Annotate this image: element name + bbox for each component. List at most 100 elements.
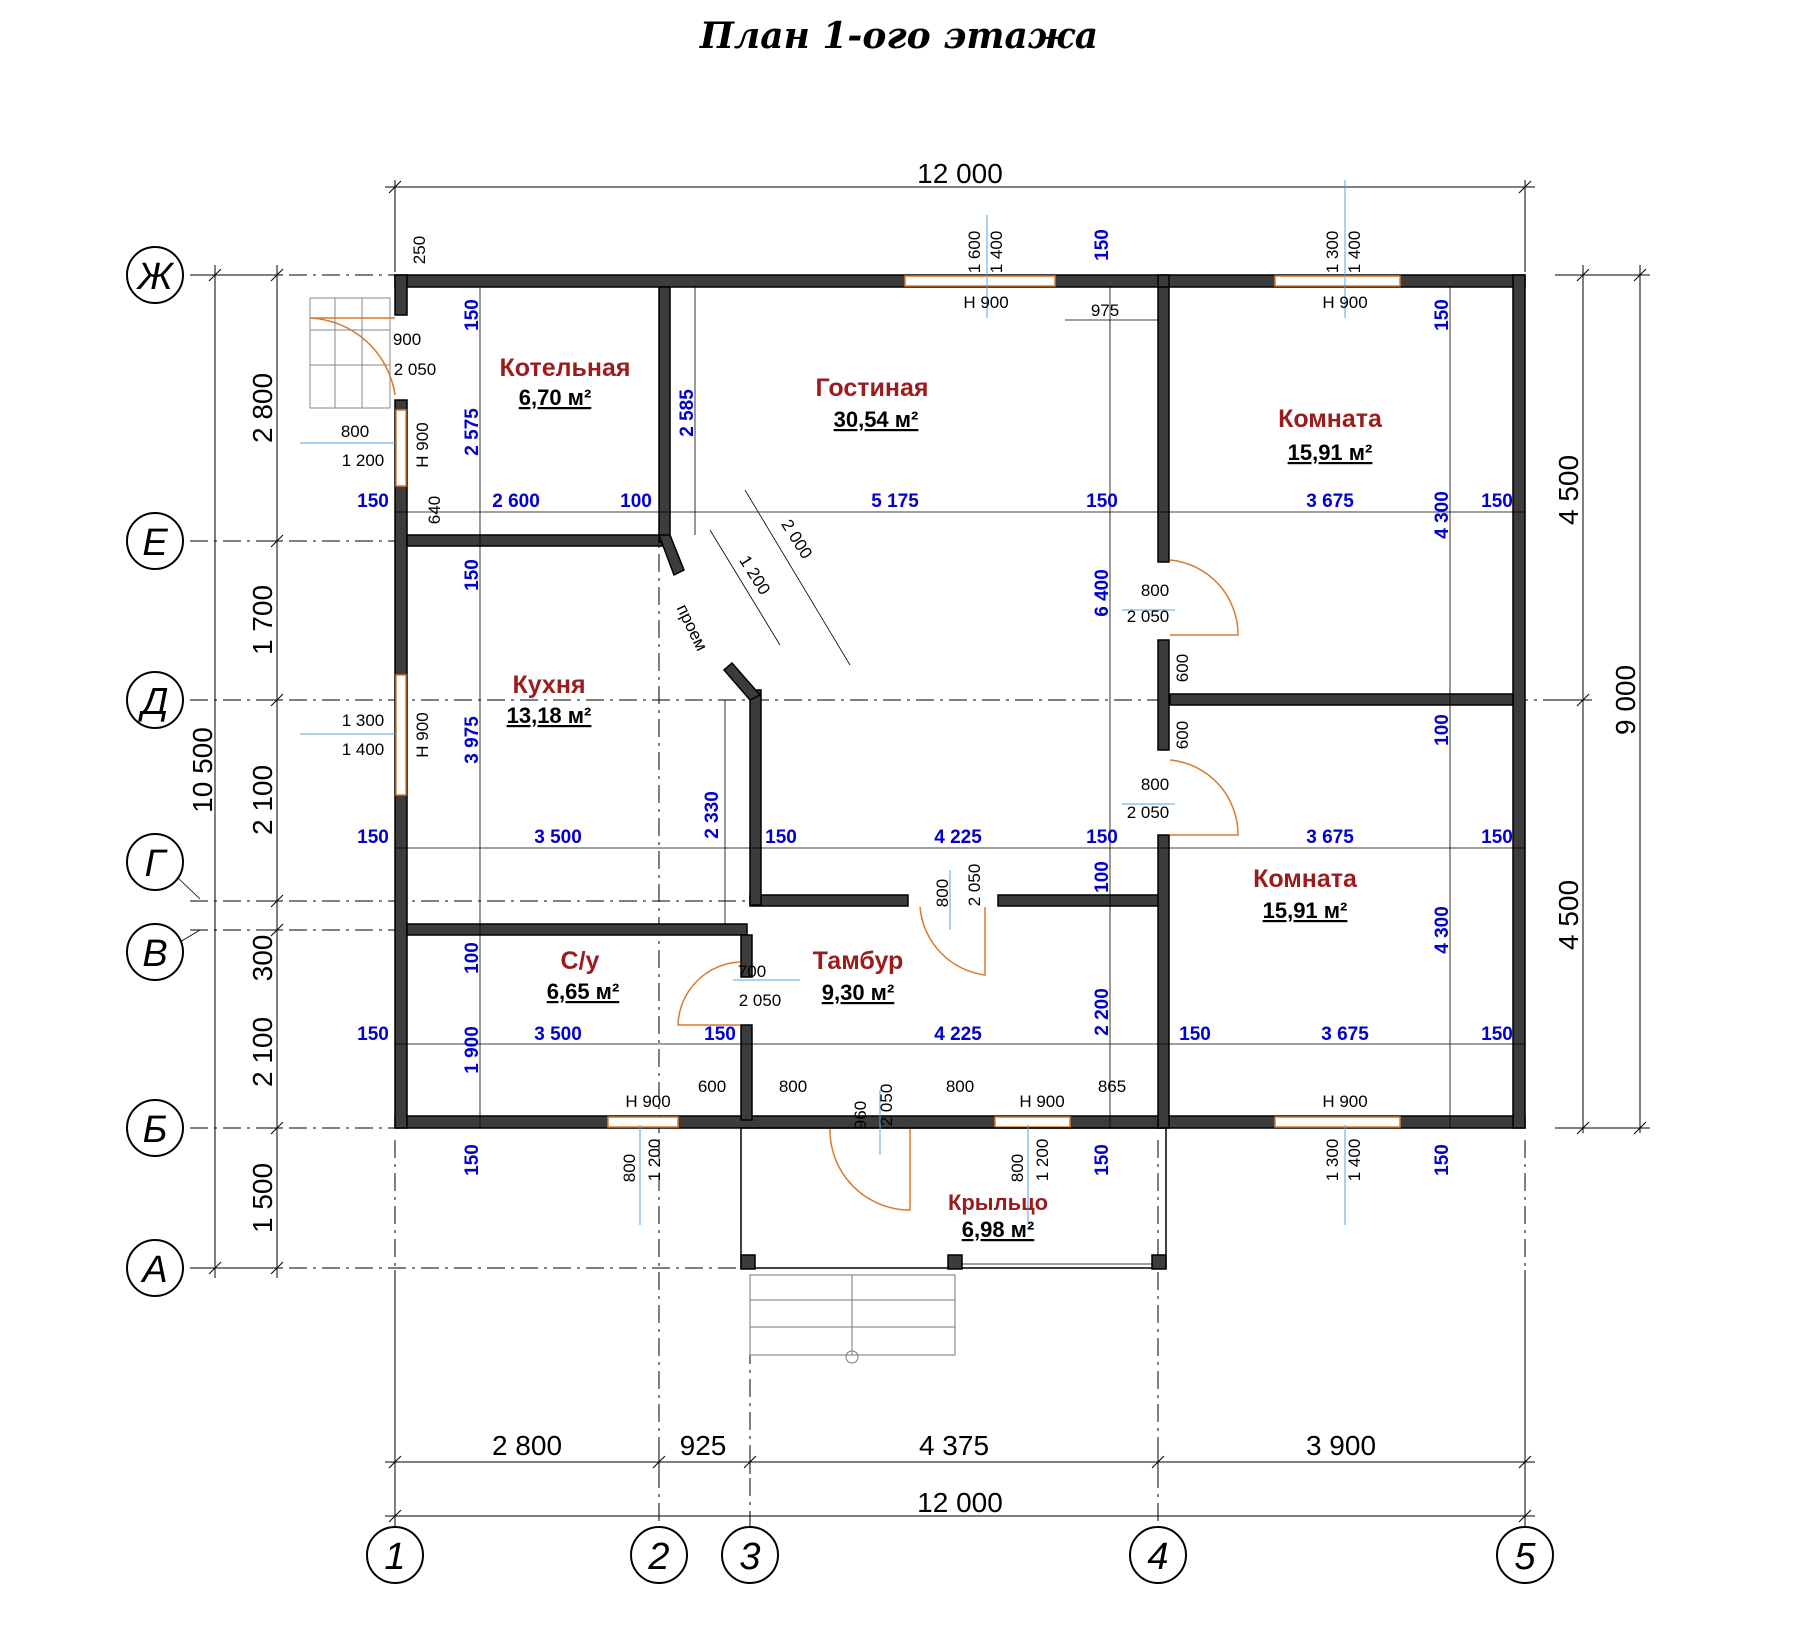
- dim-1200-vest-win: 1 200: [1033, 1139, 1052, 1182]
- axis-letter-d: Д: [138, 681, 169, 723]
- dim-1400-kitchen: 1 400: [342, 740, 385, 759]
- axis-letter-a: А: [140, 1249, 167, 1291]
- room-area-kitchen: 13,18 м²: [507, 703, 592, 728]
- right-dim-4500-bottom: 4 500: [1553, 880, 1584, 950]
- bottom-dim-925: 925: [680, 1430, 727, 1461]
- room-area-room-2: 15,91 м²: [1263, 898, 1348, 923]
- dim-2585: 2 585: [677, 389, 698, 437]
- dim-3675-c: 3 675: [1321, 1024, 1369, 1045]
- dim-700: 700: [738, 962, 766, 981]
- top-overall-dim: 12 000: [917, 158, 1003, 189]
- bottom-dim-4375: 4 375: [919, 1430, 989, 1461]
- door-bathroom: [677, 961, 741, 1026]
- dim-4225-a: 4 225: [934, 827, 982, 848]
- dim-800-door-vest: 800: [933, 879, 952, 907]
- dim-600-a: 600: [1173, 654, 1192, 682]
- dim-2050-door: 2 050: [394, 360, 437, 379]
- dim-100-v: 100: [462, 942, 483, 974]
- dim-975: 975: [1091, 301, 1119, 320]
- dim-2050-bath: 2 050: [739, 991, 782, 1010]
- dim-h900-boiler: Н 900: [413, 422, 432, 467]
- door-boiler-exterior: [309, 317, 396, 396]
- dim-2050-entrance: 2 050: [877, 1084, 896, 1127]
- axis-number-2: 2: [647, 1536, 669, 1578]
- dim-960: 960: [851, 1101, 870, 1129]
- dim-h900-kitchen: Н 900: [413, 712, 432, 757]
- dim-h900-vest: Н 900: [1019, 1092, 1064, 1111]
- dim-150-d: 150: [357, 827, 389, 848]
- dim-150-v3: 150: [462, 1144, 483, 1176]
- dim-150-a: 150: [357, 491, 389, 512]
- left-dim-2100: 2 100: [247, 765, 278, 835]
- dim-150-c: 150: [1481, 491, 1513, 512]
- left-dim-2100b: 2 100: [247, 1017, 278, 1087]
- window-kitchen: [395, 674, 407, 796]
- door-entrance: [829, 1126, 911, 1211]
- axis-letter-b: Б: [143, 1109, 168, 1151]
- dim-h900-bath: Н 900: [625, 1092, 670, 1111]
- room-area-vestibule: 9,30 м²: [822, 980, 895, 1005]
- dim-1300-kitchen: 1 300: [342, 711, 385, 730]
- interior-dimension-lines: [300, 180, 1525, 1225]
- dim-900-door: 900: [393, 330, 421, 349]
- room-name-kitchen: Кухня: [512, 671, 585, 699]
- door-room-top: [1169, 559, 1239, 636]
- dim-2575: 2 575: [462, 408, 483, 456]
- window-boiler: [395, 409, 407, 487]
- dim-600-b: 600: [1173, 721, 1192, 749]
- dim-h900-living: Н 900: [963, 293, 1008, 312]
- small-dimensions: 250 900 2 050 800 1 200 Н 900 640 1 300 …: [341, 231, 1368, 1182]
- dim-800-door-room1: 800: [1141, 581, 1169, 600]
- exterior-stair: [309, 297, 391, 409]
- dim-150-h: 150: [357, 1024, 389, 1045]
- dim-3500-a: 3 500: [534, 827, 582, 848]
- dim-150-e: 150: [765, 827, 797, 848]
- dim-150-v1: 150: [462, 299, 483, 331]
- dim-h900-room2: Н 900: [1322, 1092, 1367, 1111]
- left-dim-1700: 1 700: [247, 585, 278, 655]
- dim-150-f: 150: [1086, 827, 1118, 848]
- dim-2600: 2 600: [492, 491, 540, 512]
- letter-axis-markers: Ж Е Д Г В Б А: [126, 246, 201, 1297]
- window-room-bottom: [1274, 1116, 1401, 1128]
- dim-150-k: 150: [1481, 1024, 1513, 1045]
- dim-3500-b: 3 500: [534, 1024, 582, 1045]
- dim-1400-room: 1 400: [1345, 231, 1364, 274]
- window-vestibule: [994, 1116, 1071, 1128]
- windows: [395, 275, 1401, 1128]
- plan-title: План 1-ого этажа: [699, 15, 1098, 57]
- dim-600-bath: 600: [698, 1077, 726, 1096]
- bottom-dim-3900: 3 900: [1306, 1430, 1376, 1461]
- porch: [740, 1127, 1167, 1364]
- dim-150-v4: 150: [1092, 1144, 1113, 1176]
- left-overall-dim: 10 500: [187, 727, 218, 813]
- axis-number-4: 4: [1147, 1536, 1168, 1578]
- dim-800-door-room2: 800: [1141, 775, 1169, 794]
- dim-150-i: 150: [704, 1024, 736, 1045]
- dim-150-j: 150: [1179, 1024, 1211, 1045]
- dim-1400-living: 1 400: [987, 231, 1006, 274]
- dim-1300-room2: 1 300: [1323, 1139, 1342, 1182]
- dim-800-porch: 800: [779, 1077, 807, 1096]
- dim-150-v2: 150: [462, 559, 483, 591]
- room-area-living: 30,54 м²: [834, 407, 919, 432]
- dim-2000: 2 000: [777, 516, 816, 562]
- dim-800-win: 800: [341, 422, 369, 441]
- dim-100-v3: 100: [1432, 714, 1453, 746]
- room-area-bathroom: 6,65 м²: [547, 979, 620, 1004]
- dim-800-bath-win: 800: [620, 1154, 639, 1182]
- room-area-boiler: 6,70 м²: [519, 385, 592, 410]
- dim-2200: 2 200: [1092, 988, 1113, 1036]
- right-overall-dim: 9 000: [1610, 665, 1641, 735]
- dim-1200-win: 1 200: [342, 451, 385, 470]
- room-name-vestibule: Тамбур: [813, 947, 904, 975]
- room-area-room-1: 15,91 м²: [1288, 440, 1373, 465]
- right-dimensions: 4 500 4 500 9 000: [1553, 265, 1650, 1135]
- room-name-living: Гостиная: [816, 374, 929, 402]
- dim-150-b: 150: [1086, 491, 1118, 512]
- dim-640: 640: [425, 496, 444, 524]
- dim-4225-b: 4 225: [934, 1024, 982, 1045]
- axis-number-1: 1: [384, 1536, 405, 1578]
- dim-150-v6: 150: [1432, 299, 1453, 331]
- room-name-room-1: Комната: [1278, 405, 1383, 433]
